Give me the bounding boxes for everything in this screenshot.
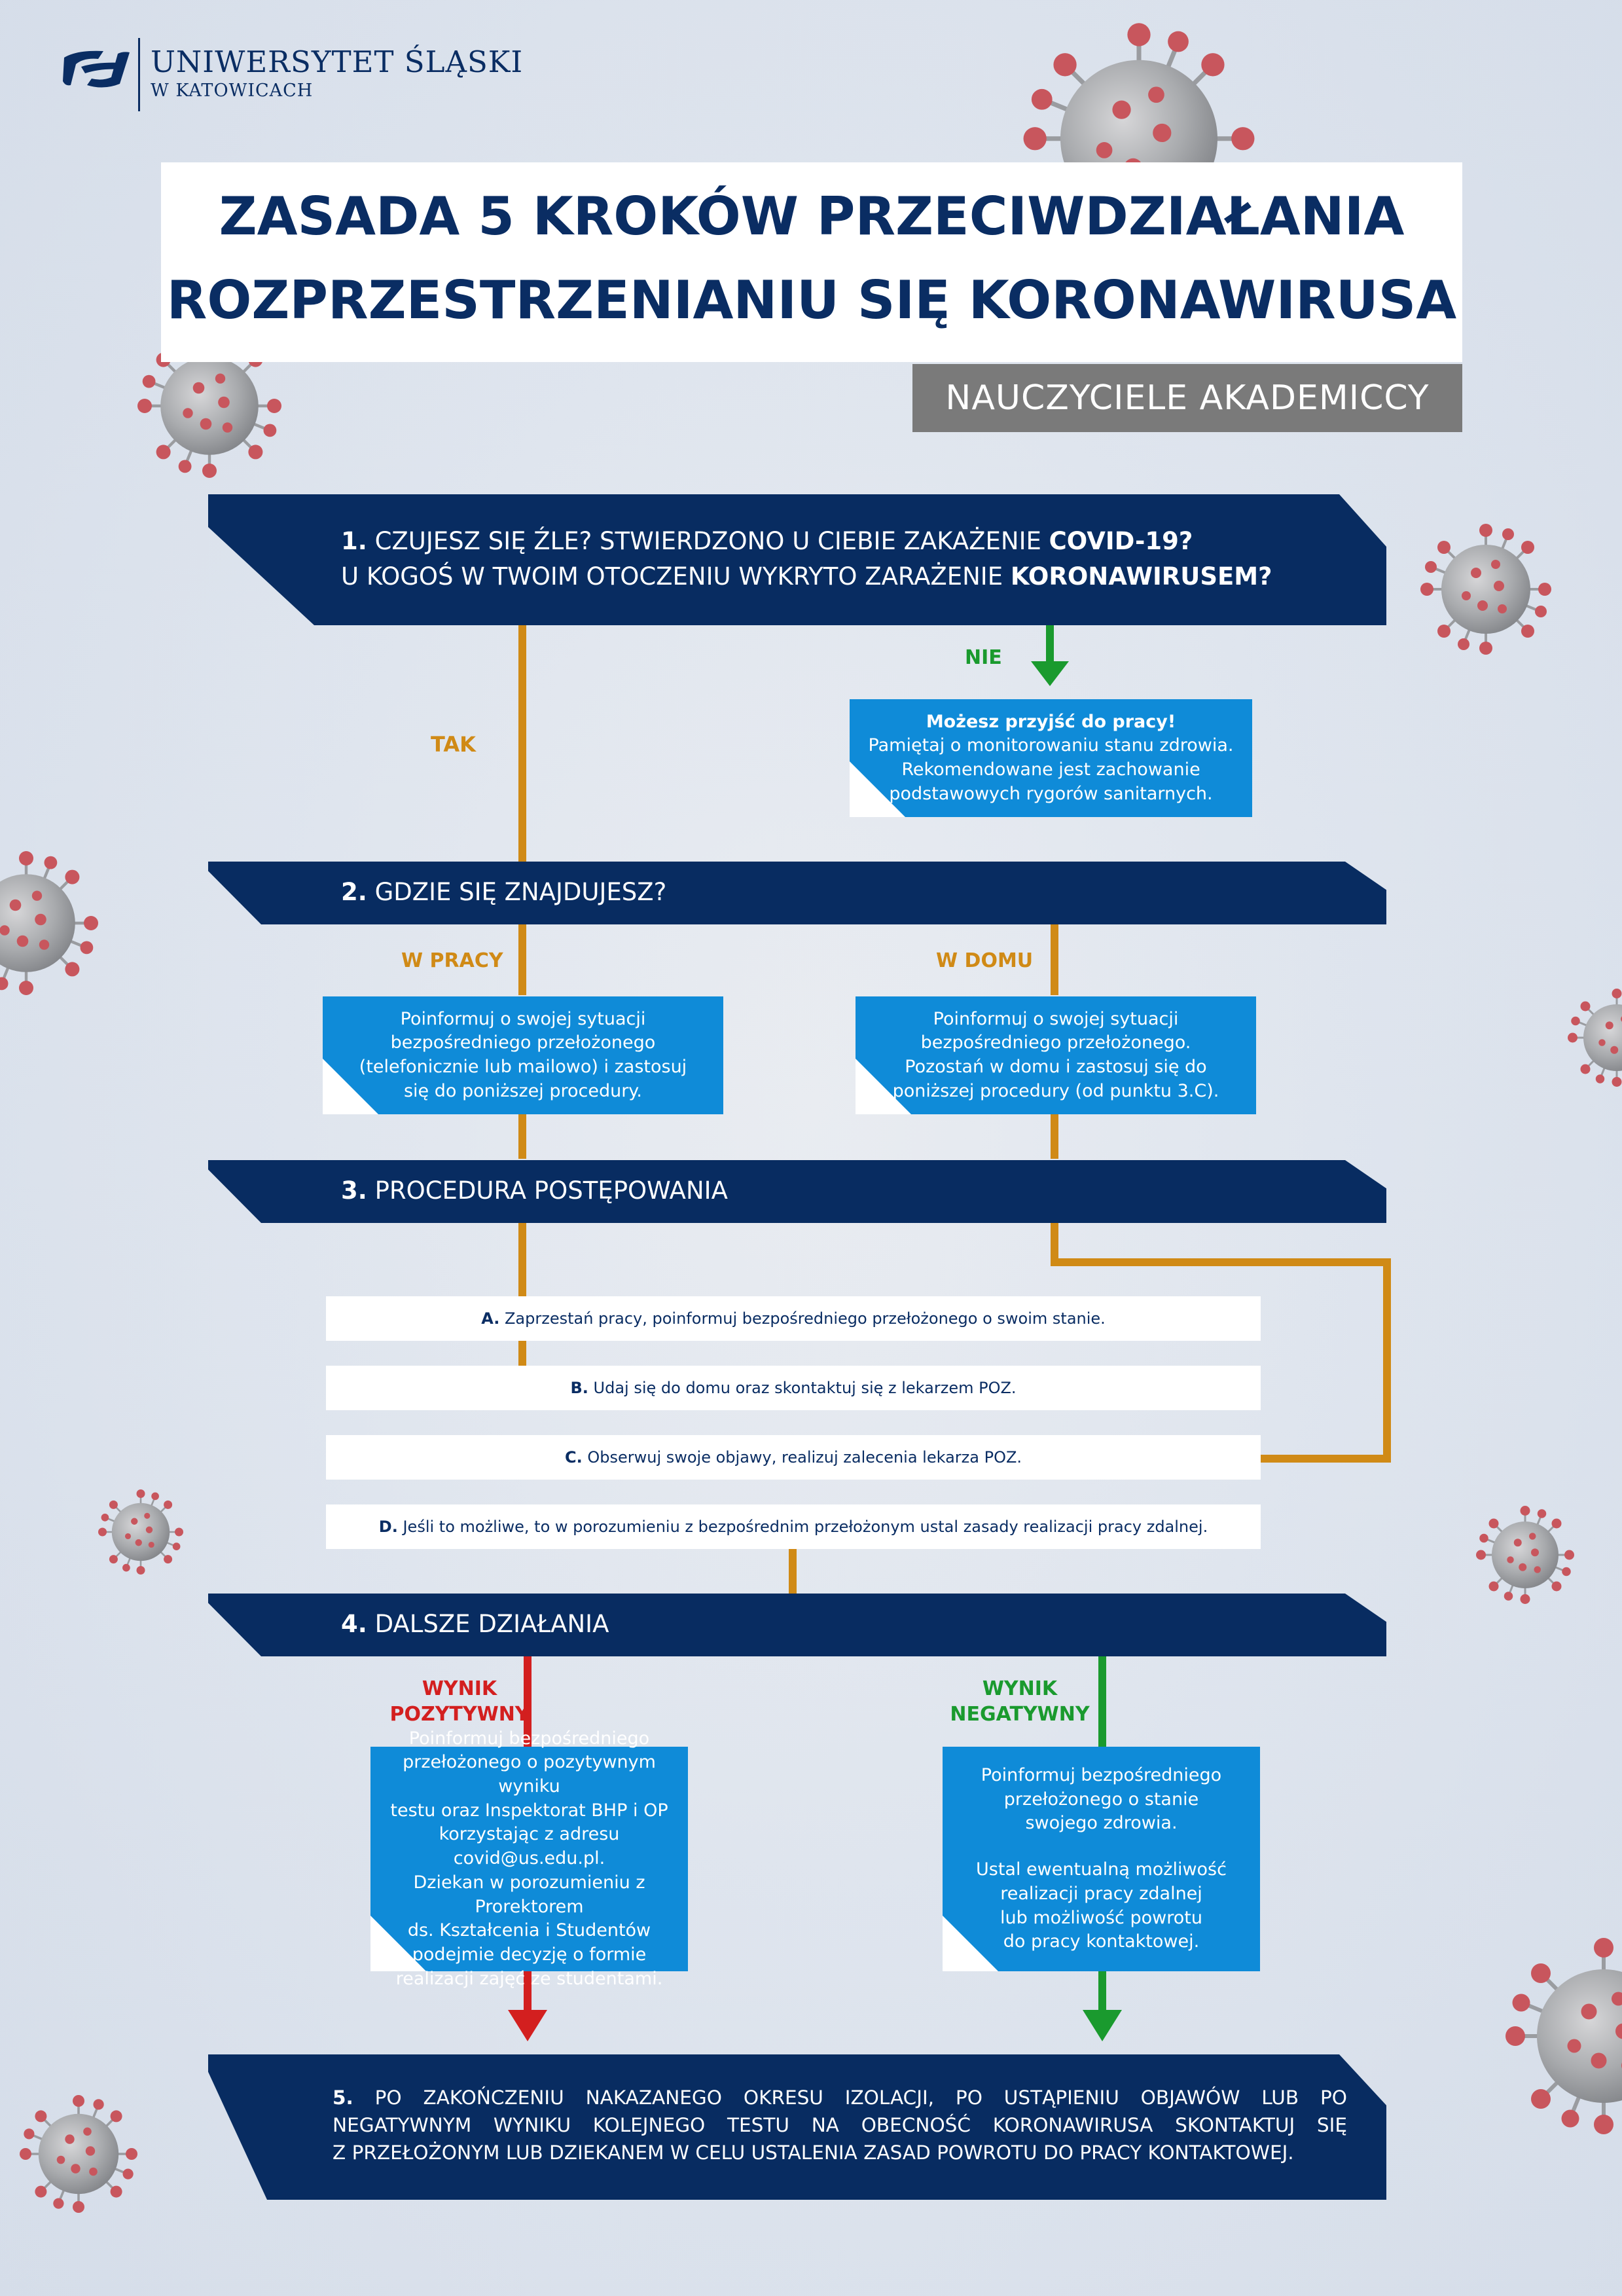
info-box-negative: Poinformuj bezpośredniego przełożonego o… bbox=[943, 1747, 1260, 1971]
connector-nie bbox=[1046, 625, 1054, 665]
university-logo-icon bbox=[63, 50, 130, 88]
university-logo: UNIWERSYTET ŚLĄSKI W KATOWICACH bbox=[58, 38, 522, 115]
coronavirus-icon bbox=[1568, 989, 1622, 1087]
label-w-pracy: W PRACY bbox=[401, 949, 503, 972]
page-title-line2: ROZPRZESTRZENIANIU SIĘ KORONAWIRUSA bbox=[166, 270, 1457, 331]
connector-work bbox=[518, 923, 526, 995]
logo-divider bbox=[138, 38, 140, 111]
label-nie: NIE bbox=[965, 646, 1002, 669]
coronavirus-icon bbox=[1420, 524, 1551, 655]
audience-badge: NAUCZYCIELE AKADEMICCY bbox=[912, 364, 1462, 432]
step3-title: 3. PROCEDURA POSTĘPOWANIA bbox=[341, 1176, 728, 1205]
step5-text: 5. PO ZAKOŃCZENIU NAKAZANEGO OKRESU IZOL… bbox=[333, 2086, 1347, 2164]
coronavirus-icon bbox=[98, 1489, 183, 1575]
connector-bypass-bottom bbox=[1257, 1455, 1391, 1463]
connector-home bbox=[1051, 923, 1058, 995]
connector-home-down bbox=[1051, 1113, 1058, 1159]
connector-positive bbox=[524, 1653, 532, 1748]
coronavirus-icon bbox=[20, 2095, 137, 2213]
label-negative: WYNIK NEGATYWNY bbox=[950, 1677, 1090, 1726]
step1-question-line1: 1. CZUJESZ SIĘ ŹLE? STWIERDZONO U CIEBIE… bbox=[341, 527, 1193, 555]
step2-banner: 2. GDZIE SIĘ ZNAJDUJESZ? bbox=[208, 862, 1386, 924]
connector-positive-down bbox=[524, 1967, 532, 2012]
connector-step4 bbox=[789, 1545, 797, 1594]
step3-banner: 3. PROCEDURA POSTĘPOWANIA bbox=[208, 1160, 1386, 1223]
connector-bypass-top bbox=[1051, 1258, 1391, 1266]
coronavirus-icon bbox=[0, 851, 98, 995]
step5-banner: 5. PO ZAKOŃCZENIU NAKAZANEGO OKRESU IZOL… bbox=[208, 2054, 1386, 2200]
university-name: UNIWERSYTET ŚLĄSKI bbox=[151, 45, 524, 79]
procedure-step-c: C. Obserwuj swoje objawy, realizuj zalec… bbox=[326, 1435, 1261, 1480]
info-box-at-work: Poinformuj o swojej sytuacji bezpośredni… bbox=[323, 996, 723, 1114]
step2-title: 2. GDZIE SIĘ ZNAJDUJESZ? bbox=[341, 878, 667, 906]
connector-tak bbox=[518, 625, 526, 867]
procedure-step-a: A. Zaprzestań pracy, poinformuj bezpośre… bbox=[326, 1296, 1261, 1341]
step1-banner: 1. CZUJESZ SIĘ ŹLE? STWIERDZONO U CIEBIE… bbox=[208, 494, 1386, 625]
connector-home-bypass bbox=[1051, 1223, 1058, 1266]
arrow-down-icon bbox=[1031, 661, 1069, 686]
step4-banner: 4. DALSZE DZIAŁANIA bbox=[208, 1594, 1386, 1656]
arrow-down-icon bbox=[508, 2010, 547, 2041]
connector-negative-down bbox=[1098, 1967, 1106, 2012]
title-box: ZASADA 5 KROKÓW PRZECIWDZIAŁANIA ROZPRZE… bbox=[161, 162, 1462, 362]
coronavirus-icon bbox=[1476, 1506, 1574, 1604]
label-w-domu: W DOMU bbox=[936, 949, 1034, 972]
connector-work-down bbox=[518, 1113, 526, 1159]
university-city: W KATOWICACH bbox=[151, 81, 314, 101]
coronavirus-icon bbox=[1505, 1938, 1622, 2134]
step4-title: 4. DALSZE DZIAŁANIA bbox=[341, 1610, 609, 1638]
label-tak: TAK bbox=[431, 732, 476, 757]
procedure-step-d: D. Jeśli to możliwe, to w porozumieniu z… bbox=[326, 1504, 1261, 1549]
step1-question-line2: U KOGOŚ W TWOIM OTOCZENIU WYKRYTO ZARAŻE… bbox=[341, 562, 1272, 591]
connector-bypass-right bbox=[1383, 1258, 1391, 1463]
procedure-step-b: B. Udaj się do domu oraz skontaktuj się … bbox=[326, 1366, 1261, 1410]
info-box-at-home: Poinformuj o swojej sytuacji bezpośredni… bbox=[856, 996, 1256, 1114]
arrow-down-icon bbox=[1083, 2010, 1122, 2041]
page-title-line1: ZASADA 5 KROKÓW PRZECIWDZIAŁANIA bbox=[219, 186, 1405, 247]
info-box-positive: Poinformuj bezpośredniego przełożonego o… bbox=[370, 1728, 688, 1989]
connector-negative bbox=[1098, 1653, 1106, 1748]
label-positive: WYNIK POZYTYWNY bbox=[389, 1677, 530, 1726]
info-box-can-work: Możesz przyjść do pracy! Pamiętaj o moni… bbox=[850, 699, 1252, 817]
